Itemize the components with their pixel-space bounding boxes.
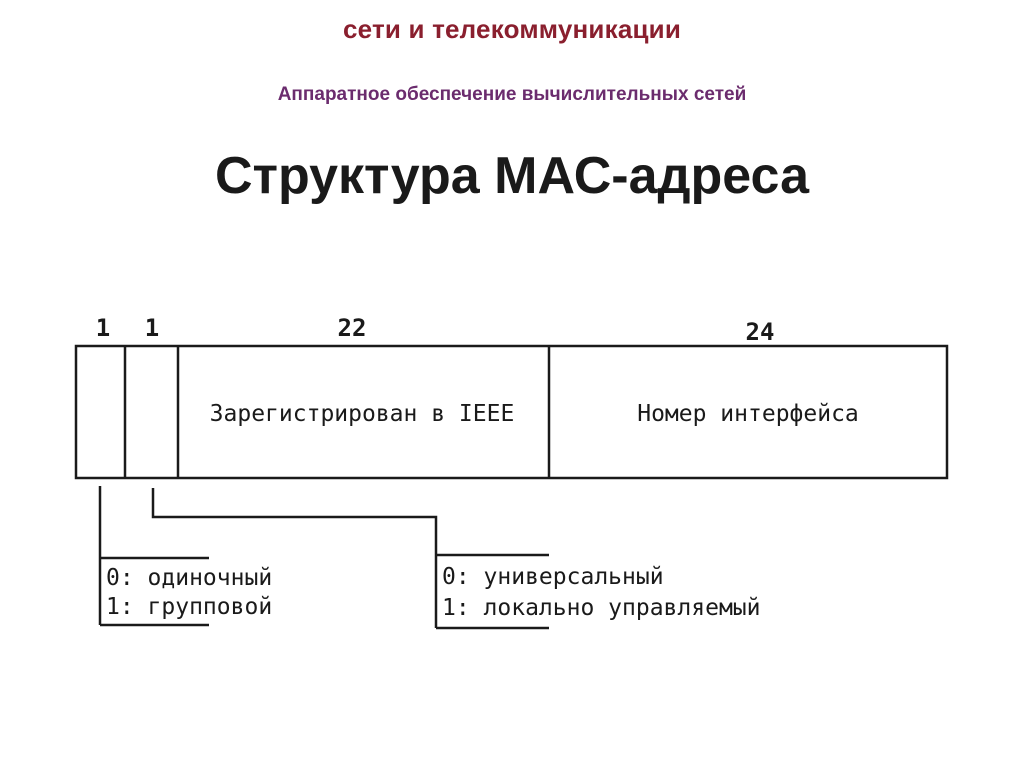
field-label-oui: Зарегистрирован в IEEE: [210, 401, 515, 427]
bits-label-interface: 24: [746, 318, 775, 346]
field-label-interface: Номер интерфейса: [637, 401, 859, 427]
connector-ul: [151, 488, 549, 630]
bits-label-ul: 1: [145, 314, 159, 342]
address-field-box: [74, 344, 949, 480]
legend-ul-line2: 1: локально управляемый: [442, 595, 761, 621]
connector-ig: [98, 486, 209, 627]
section-title: Аппаратное обеспечение вычислительных се…: [277, 84, 747, 105]
slide-title: Структура МАС-адреса: [214, 147, 809, 205]
legend-ul-line1: 0: универсальный: [442, 564, 664, 590]
bits-label-oui: 22: [338, 314, 367, 342]
legend-ig-line1: 0: одиночный: [106, 565, 272, 591]
course-title: сети и телекоммуникации: [342, 14, 682, 44]
bits-label-ig: 1: [96, 314, 110, 342]
legend-ig-line2: 1: групповой: [106, 594, 272, 620]
